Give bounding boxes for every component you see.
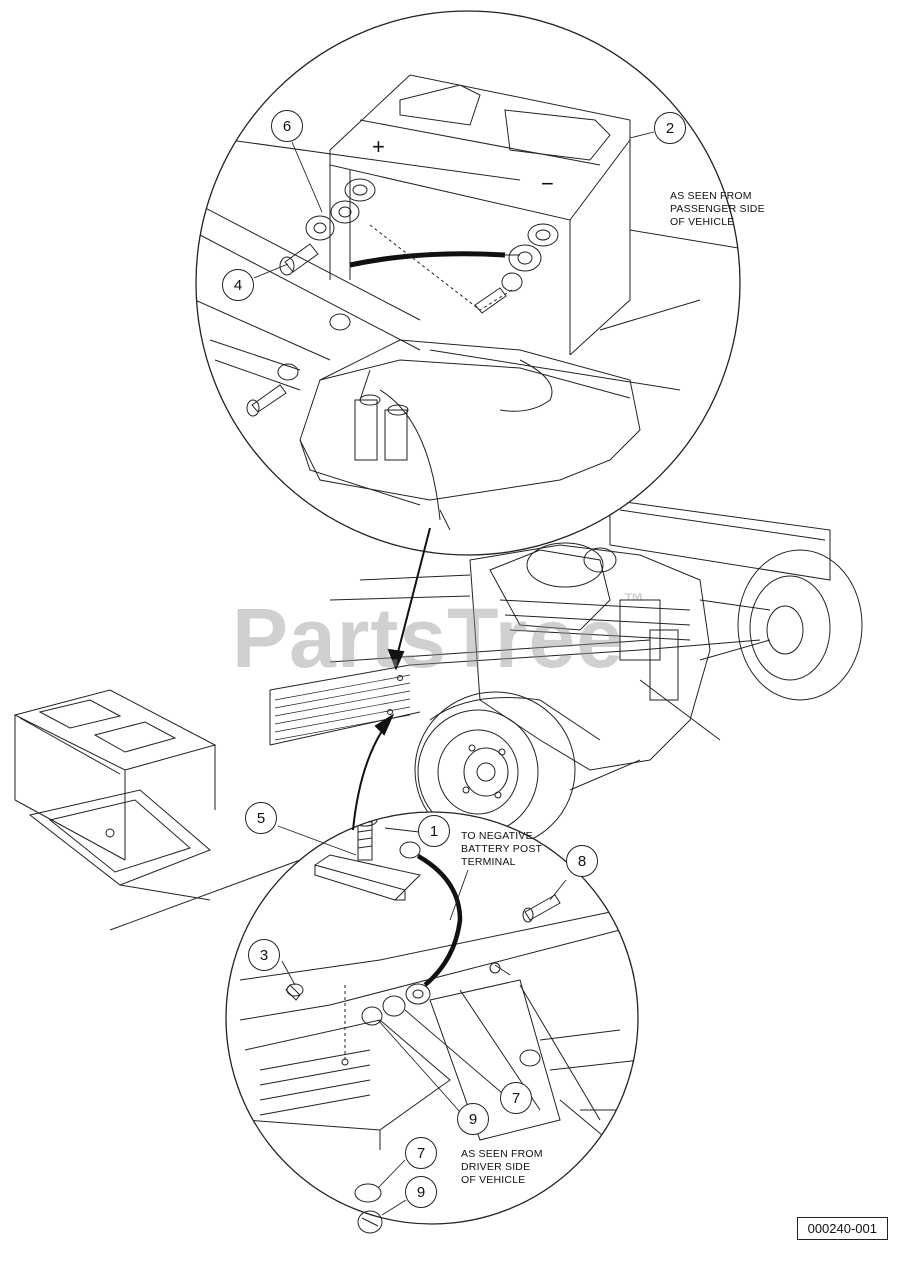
- note-line: OF VEHICLE: [670, 216, 735, 228]
- note-line: BATTERY POST: [461, 843, 543, 855]
- motor-housing: [299, 339, 641, 531]
- passenger-side-note: AS SEEN FROM PASSENGER SIDE OF VEHICLE: [670, 190, 765, 229]
- note-line: DRIVER SIDE: [461, 1161, 531, 1173]
- callout-5: 5: [245, 802, 277, 834]
- callout-1: 1: [418, 815, 450, 847]
- callout-leaders: [253, 131, 655, 1216]
- battery-detail: [329, 74, 631, 356]
- negative-terminal-note: TO NEGATIVE BATTERY POST TERMINAL: [461, 830, 542, 869]
- note-line: TERMINAL: [461, 856, 516, 868]
- driver-side-note: AS SEEN FROM DRIVER SIDE OF VEHICLE: [461, 1148, 543, 1187]
- note-line: AS SEEN FROM: [461, 1148, 543, 1160]
- callout-4: 4: [222, 269, 254, 301]
- callout-7: 7: [405, 1137, 437, 1169]
- detail-connector-arrows: [352, 527, 431, 831]
- mounting-bracket: [313, 854, 421, 901]
- callout-2: 2: [654, 112, 686, 144]
- battery-cable: [349, 251, 506, 268]
- bottom-detail-circle: [225, 811, 639, 1225]
- vehicle-chassis: [269, 499, 863, 849]
- callout-9: 9: [457, 1103, 489, 1135]
- fastener-hardware: [285, 894, 561, 1026]
- top-detail-circle: [195, 10, 741, 556]
- note-line: TO NEGATIVE: [461, 830, 533, 842]
- negative-terminal-symbol: −: [541, 171, 555, 196]
- loose-washers: [354, 1183, 383, 1234]
- callout-6: 6: [271, 110, 303, 142]
- note-line: OF VEHICLE: [461, 1174, 526, 1186]
- battery-tray-assembly: [13, 689, 301, 931]
- watermark: PartsTree™: [232, 590, 645, 685]
- positive-terminal-symbol: +: [372, 134, 386, 159]
- figure-number: 000240-001: [796, 1217, 888, 1240]
- callout-8: 8: [566, 845, 598, 877]
- terminal-hardware: [246, 200, 542, 417]
- frame-rail-top: [196, 139, 740, 391]
- note-line: AS SEEN FROM: [670, 190, 752, 202]
- note-line: PASSENGER SIDE: [670, 203, 765, 215]
- ground-cable: [399, 841, 463, 1005]
- callout-7: 7: [500, 1082, 532, 1114]
- callout-3: 3: [248, 939, 280, 971]
- callout-9: 9: [405, 1176, 437, 1208]
